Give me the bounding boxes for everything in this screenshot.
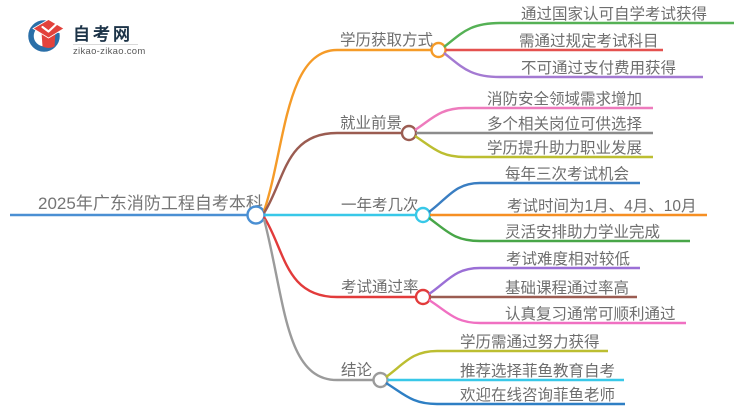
leaf-3-2-label[interactable]: 考试时间为1月、4月、10月 [507, 197, 696, 215]
logo-domain: zikao-zikao.com [73, 46, 146, 57]
leaf-5-1-label[interactable]: 学历需通过努力获得 [460, 333, 600, 351]
branch-2: 就业前景 消防安全领域需求增加 多个相关岗位可供选择 学历提升助力职业发展 [262, 90, 653, 214]
leaf-2-3-connector [414, 134, 653, 159]
leaf-1-1-label[interactable]: 通过国家认可自学考试获得 [521, 5, 707, 23]
leaf-1-3-connector [443, 52, 703, 79]
branch-4-handle-circle[interactable] [414, 288, 432, 306]
leaf-3-3-label[interactable]: 灵活安排助力学业完成 [505, 223, 660, 241]
leaf-3-3-connector [428, 217, 690, 243]
leaf-2-2-label[interactable]: 多个相关岗位可供选择 [487, 115, 643, 133]
branch-5-handle-circle[interactable] [372, 371, 389, 389]
leaf-4-1-label[interactable]: 考试难度相对较低 [506, 250, 630, 268]
branch-3-handle-circle[interactable] [414, 206, 432, 224]
leaf-1-3-label[interactable]: 不可通过支付费用获得 [521, 59, 676, 77]
branch-2-label[interactable]: 就业前景 [340, 114, 402, 132]
logo-check-icon [41, 23, 58, 33]
site-logo: 自考网 zikao-zikao.com [28, 17, 146, 57]
leaf-2-1-label[interactable]: 消防安全领域需求增加 [487, 90, 642, 108]
branch-4-connector [262, 216, 416, 299]
leaf-1-1-connector [443, 21, 734, 48]
leaf-4-2-label[interactable]: 基础课程通过率高 [505, 279, 629, 297]
root-node-handle-circle[interactable] [246, 205, 266, 225]
leaf-4-3-connector [428, 298, 686, 325]
leaf-5-1-connector [385, 349, 608, 378]
branch-5: 结论 学历需通过努力获得 推荐选择菲鱼教育自考 欢迎在线咨询菲鱼老师 [262, 218, 625, 406]
branch-1-label[interactable]: 学历获取方式 [340, 31, 433, 49]
root-node[interactable]: 2025年广东消防工程自考本科 [10, 194, 266, 225]
branch-2-handle-circle[interactable] [400, 124, 418, 142]
root-node-label[interactable]: 2025年广东消防工程自考本科 [38, 194, 263, 213]
leaf-4-3-label[interactable]: 认真复习通常可顺利通过 [505, 305, 676, 323]
leaf-5-3-connector [385, 381, 625, 406]
leaf-1-2-label[interactable]: 需通过规定考试科目 [519, 32, 659, 50]
branch-1-handle-circle[interactable] [430, 41, 447, 59]
branch-1: 学历获取方式 通过国家认可自学考试获得 需通过规定考试科目 不可通过支付费用获得 [262, 5, 734, 212]
leaf-5-3-label[interactable]: 欢迎在线咨询菲鱼老师 [460, 386, 615, 404]
branch-1-connector [262, 48, 431, 212]
leaf-2-1-connector [414, 106, 653, 132]
leaf-4-1-connector [428, 266, 640, 295]
leaf-2-3-label[interactable]: 学历提升助力职业发展 [487, 139, 642, 157]
branch-5-connector [262, 218, 374, 382]
branch-5-label[interactable]: 结论 [341, 361, 373, 379]
branch-4: 考试通过率 考试难度相对较低 基础课程通过率高 认真复习通常可顺利通过 [262, 216, 686, 325]
logo-title: 自考网 [73, 24, 133, 44]
branch-3-label[interactable]: 一年考几次 [341, 196, 419, 214]
leaf-3-1-connector [428, 181, 640, 213]
branch-3: 一年考几次 每年三次考试机会 考试时间为1月、4月、10月 灵活安排助力学业完成 [264, 165, 707, 243]
branch-4-label[interactable]: 考试通过率 [341, 278, 419, 296]
leaf-5-2-label[interactable]: 推荐选择菲鱼教育自考 [460, 362, 615, 380]
leaf-3-1-label[interactable]: 每年三次考试机会 [505, 165, 629, 183]
branch-2-connector [262, 131, 402, 214]
